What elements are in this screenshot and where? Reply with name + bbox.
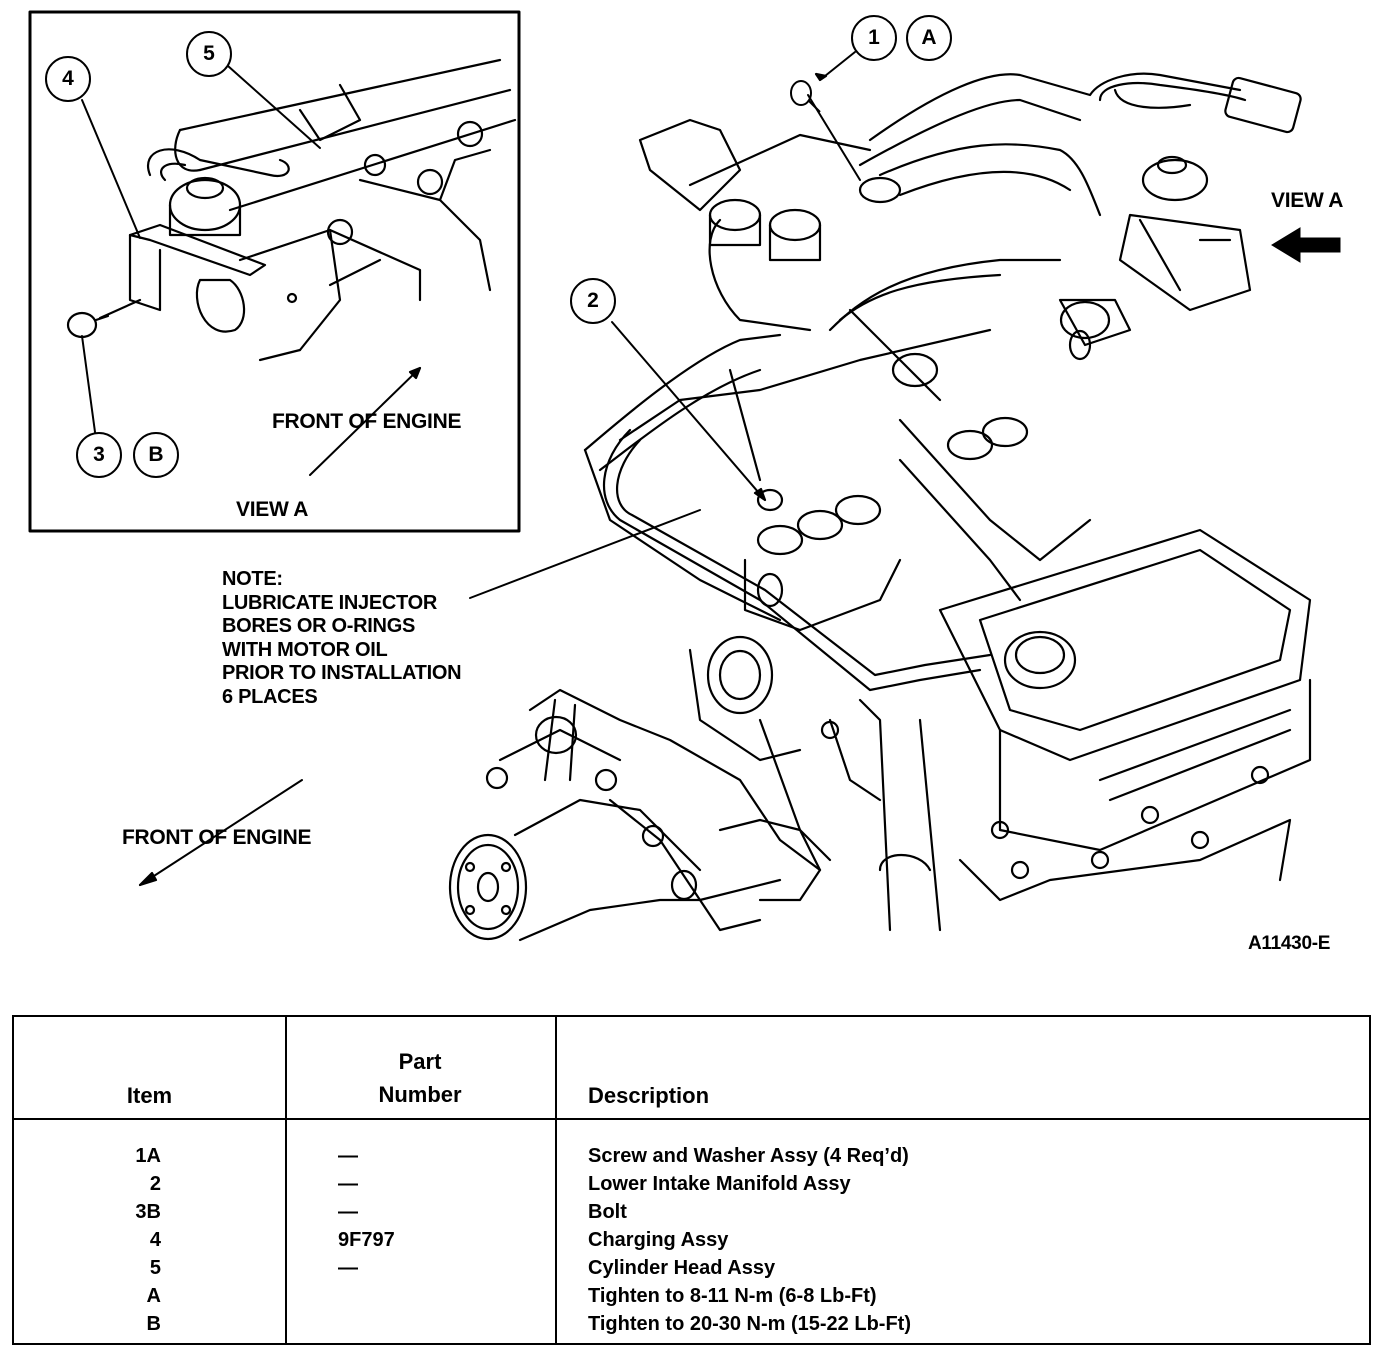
note-line: NOTE: [222,568,283,590]
cell-part: — [338,1201,358,1223]
callout-a: A [906,15,952,61]
view-a-manifold-drawing [66,58,517,362]
note-line: LUBRICATE INJECTOR [222,591,437,614]
callout-5: 5 [186,31,232,77]
cell-item: 2 [149,1173,161,1195]
cell-description: Tighten to 20-30 N-m (15-22 Lb-Ft) [588,1313,911,1335]
cell-item: A [146,1285,161,1307]
header-part-number: Part Number [285,1045,555,1111]
note-line: 6 PLACES [222,685,318,708]
callout-1: 1 [851,15,897,61]
table-row: 3B — Bolt [14,1201,1369,1229]
view-a-frame [28,10,521,533]
note-line: BORES OR O-RINGS [222,615,415,637]
main-engine-drawing [448,72,1312,942]
cell-description: Screw and Washer Assy (4 Req’d) [588,1145,909,1167]
callout-3: 3 [76,432,122,478]
injector-note: NOTE: LUBRICATE INJECTOR BORES OR O-RING… [222,568,462,709]
table-row: 1A — Screw and Washer Assy (4 Req’d) [14,1145,1369,1173]
header-part-line2: Number [378,1082,462,1107]
cell-item: 5 [149,1257,161,1279]
table-row: A Tighten to 8-11 N-m (6-8 Lb-Ft) [14,1285,1369,1313]
cell-item: 4 [149,1229,161,1251]
header-part-line1: Part [398,1049,442,1074]
table-divider [555,1017,557,1343]
cell-description: Cylinder Head Assy [588,1257,776,1279]
view-a-title: VIEW A [236,498,309,521]
parts-table: Item Part Number Description 1A — Screw … [12,1015,1371,1345]
table-row: 2 — Lower Intake Manifold Assy [14,1173,1369,1201]
table-row: 5 — Cylinder Head Assy [14,1257,1369,1285]
header-description: Description [588,1083,710,1108]
note-line: WITH MOTOR OIL [222,638,388,661]
cell-part: — [338,1145,358,1167]
figure-id: A11430-E [1248,933,1331,954]
bolt-icon-1a [790,80,821,113]
note-line: PRIOR TO INSTALLATION [222,662,462,684]
cell-item: 3B [135,1201,161,1223]
cell-description: Tighten to 8-11 N-m (6-8 Lb-Ft) [588,1285,877,1307]
view-a-arrow [1271,227,1341,263]
callout-b: B [133,432,179,478]
table-row: 4 9F797 Charging Assy [14,1229,1369,1257]
front-of-engine-label: FRONT OF ENGINE [122,826,312,849]
table-row: B Tighten to 20-30 N-m (15-22 Lb-Ft) [14,1313,1369,1341]
cell-item: B [146,1313,161,1335]
cell-part: — [338,1173,358,1195]
header-item: Item [126,1083,173,1108]
callout-4: 4 [45,56,91,102]
table-header-divider [14,1118,1369,1120]
cell-description: Charging Assy [588,1229,729,1251]
table-divider [285,1017,287,1343]
cell-item: 1A [135,1145,161,1167]
cell-part: — [338,1257,358,1279]
view-a-front-of-engine-label: FRONT OF ENGINE [272,410,462,433]
cell-part: 9F797 [338,1229,395,1251]
cell-description: Bolt [588,1201,627,1223]
view-a-pointer-label: VIEW A [1271,189,1344,212]
cell-description: Lower Intake Manifold Assy [588,1173,851,1195]
callout-2: 2 [570,278,616,324]
